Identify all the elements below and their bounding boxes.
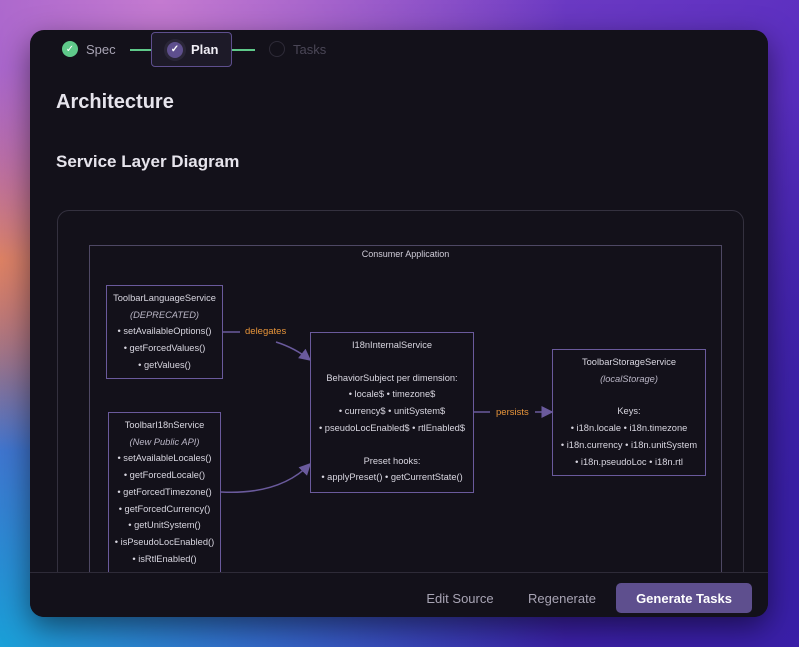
node-item: • isRtlEnabled() [132, 553, 197, 564]
node-note: (New Public API) [129, 436, 200, 447]
consumer-application-group: Consumer Application [89, 245, 722, 617]
step-label: Tasks [293, 41, 327, 57]
node-title: ToolbarI18nService [124, 420, 205, 430]
step-label: Spec [86, 41, 116, 57]
node-item: • locale$ • timezone$ [348, 389, 436, 400]
node-item: • i18n.pseudoLoc • i18n.rtl [575, 456, 683, 467]
edge-delegates [223, 331, 310, 360]
step-spec[interactable]: ✓ Spec [62, 41, 116, 57]
circle-icon [269, 41, 285, 57]
group-title: Consumer Application [361, 249, 450, 259]
node-subtitle: Keys: [617, 406, 641, 417]
node-item: • applyPreset() • getCurrentState() [321, 472, 463, 483]
edge-i18n-to-internal [220, 462, 312, 494]
step-tasks[interactable]: Tasks [269, 41, 326, 57]
node-subtitle: Preset hooks: [363, 455, 421, 466]
check-icon: ✓ [62, 41, 78, 57]
node-item: • getForcedLocale() [123, 470, 206, 481]
node-item: • pseudoLocEnabled$ • rtlEnabled$ [318, 422, 466, 433]
edit-source-button[interactable]: Edit Source [426, 590, 494, 606]
toolbar-language-service-node: ToolbarLanguageService (DEPRECATED) • se… [106, 285, 223, 379]
node-item: • currency$ • unitSystem$ [338, 406, 446, 417]
diagram-edges [220, 331, 768, 494]
stepper: ✓ Spec ✓ Plan Tasks [30, 30, 768, 70]
check-icon: ✓ [167, 41, 183, 58]
regenerate-button[interactable]: Regenerate [528, 590, 596, 606]
node-subtitle: BehaviorSubject per dimension: [326, 372, 458, 383]
step-label: Plan [191, 42, 219, 57]
i18n-internal-service-node: I18nInternalService BehaviorSubject per … [310, 332, 474, 493]
node-title: ToolbarLanguageService [113, 293, 216, 303]
node-item: • getValues() [138, 359, 191, 370]
node-item: • getForcedValues() [123, 343, 206, 354]
node-item: • setAvailableLocales() [117, 453, 212, 464]
node-item: • getUnitSystem() [128, 520, 201, 531]
step-plan[interactable]: ✓ Plan [151, 32, 232, 67]
node-item: • isPseudoLocEnabled() [114, 536, 215, 547]
node-title: ToolbarStorageService [581, 357, 677, 367]
edge-label: persists [496, 407, 529, 418]
node-item: • i18n.currency • i18n.unitSystem [560, 439, 698, 450]
diagram-card [57, 210, 744, 617]
node-note: (DEPRECATED) [129, 309, 200, 320]
page-title: Architecture [56, 91, 174, 113]
step-connector [232, 49, 255, 51]
node-note: (localStorage) [600, 373, 658, 384]
plan-window: ✓ Spec ✓ Plan Tasks Architecture Service… [30, 30, 768, 617]
generate-tasks-button[interactable]: Generate Tasks [616, 583, 752, 613]
footer-bar: Edit Source Regenerate Generate Tasks [30, 572, 768, 617]
step-connector [130, 49, 152, 51]
section-title: Service Layer Diagram [56, 152, 240, 171]
edge-label: delegates [245, 326, 287, 337]
node-item: • setAvailableOptions() [117, 326, 212, 337]
node-item: • getForcedTimezone() [117, 486, 212, 497]
node-item: • i18n.locale • i18n.timezone [570, 423, 688, 434]
node-title: I18nInternalService [351, 340, 433, 350]
node-item: • getForcedCurrency() [118, 503, 211, 514]
